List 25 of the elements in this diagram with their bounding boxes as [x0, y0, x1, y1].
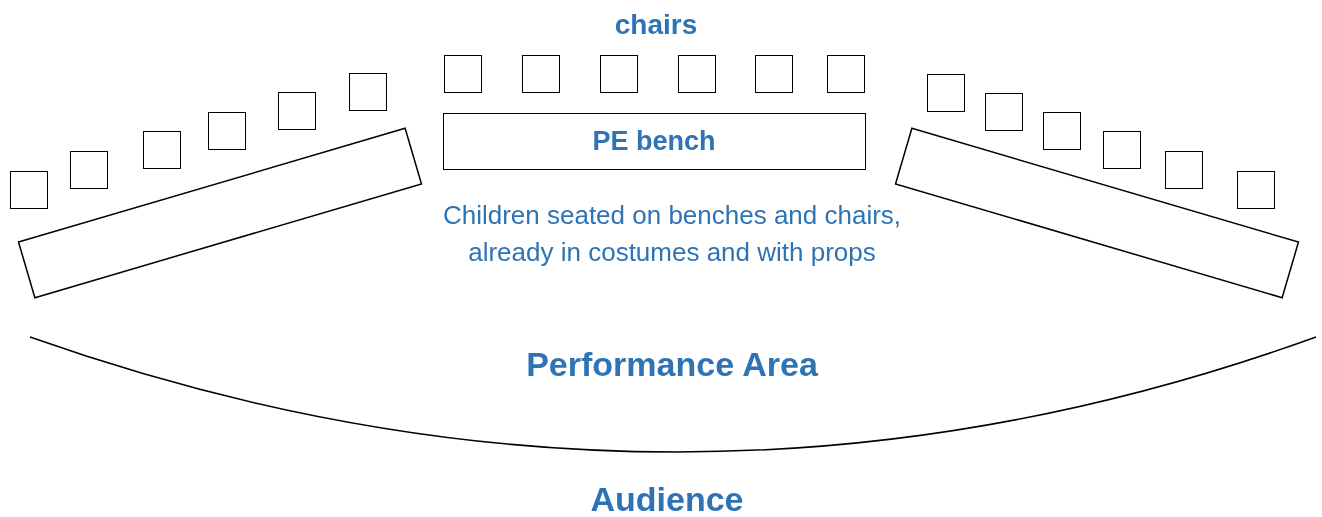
chair-square — [1237, 171, 1275, 209]
chair-square — [208, 112, 246, 150]
bench-box — [17, 127, 423, 299]
chair-square — [827, 55, 865, 93]
chair-square — [143, 131, 181, 169]
chair-square — [678, 55, 716, 93]
chair-square — [10, 171, 48, 209]
chair-square — [1165, 151, 1203, 189]
note-text: Children seated on benches and chairs, already in costumes and with props — [441, 199, 903, 269]
chair-square — [70, 151, 108, 189]
chairs-label: chairs — [613, 10, 699, 41]
chair-square — [278, 92, 316, 130]
chair-square — [985, 93, 1023, 131]
chair-square — [1103, 131, 1141, 169]
bench-box — [442, 112, 866, 170]
chair-square — [927, 74, 965, 112]
chair-square — [1043, 112, 1081, 150]
area-label: Performance Area — [525, 346, 819, 384]
chair-square — [444, 55, 482, 93]
chair-square — [349, 73, 387, 111]
bench-label: PE bench — [592, 125, 716, 157]
chair-square — [755, 55, 793, 93]
chair-square — [600, 55, 638, 93]
chair-square — [522, 55, 560, 93]
audience-label: Audience — [589, 481, 745, 517]
